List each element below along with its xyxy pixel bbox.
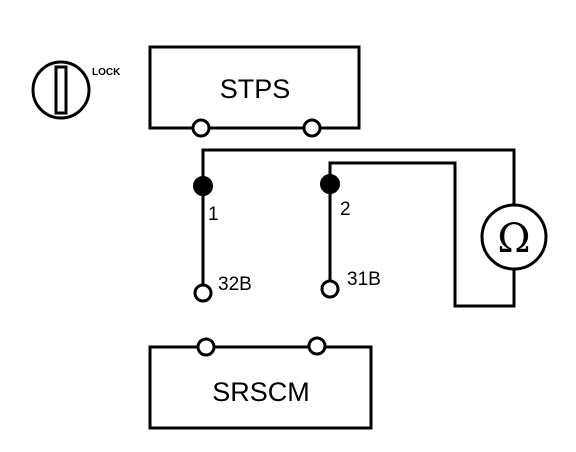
wire-probe2-to-meter [328, 161, 516, 308]
ohm-symbol: Ω [497, 216, 530, 262]
stps-box [148, 45, 361, 130]
lock-label: LOCK [92, 67, 121, 78]
probe1-label: 1 [208, 204, 219, 225]
probe-point-1 [193, 176, 213, 196]
ignition-key-icon [31, 60, 91, 120]
srscm-box [148, 345, 373, 430]
stps-terminal-left [191, 118, 211, 138]
terminal-31b [320, 279, 340, 299]
srscm-label: SRSCM [212, 377, 310, 407]
stps-terminal-right [302, 118, 322, 138]
terminal-32b [193, 283, 213, 303]
wire-probe1-to-meter [201, 148, 516, 205]
stps-label: STPS [220, 74, 291, 104]
srscm-terminal-left [196, 337, 216, 357]
terminal-31b-label: 31B [347, 269, 381, 290]
terminal-32b-label: 32B [218, 274, 252, 295]
probe-point-2 [320, 174, 340, 194]
probe2-label: 2 [340, 199, 351, 220]
srscm-terminal-right [307, 336, 327, 356]
ohmmeter-icon: Ω [480, 203, 548, 271]
